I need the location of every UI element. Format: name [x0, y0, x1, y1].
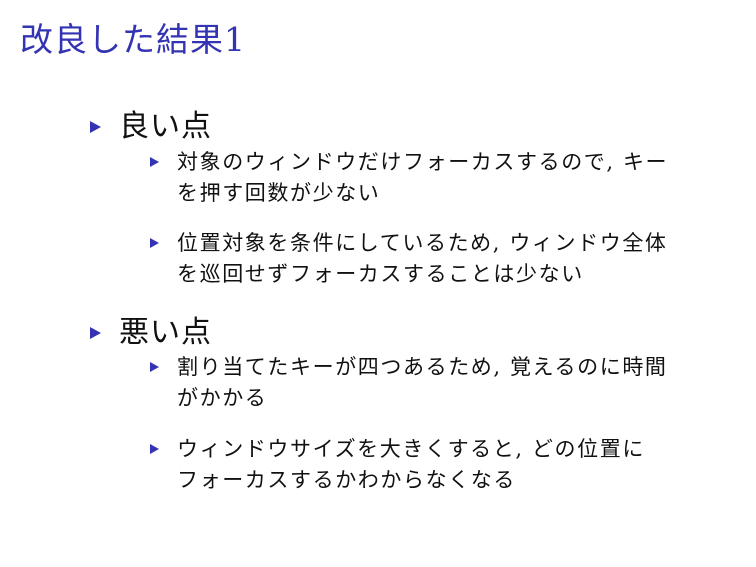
list-item-text-line: フォーカスするかわからなくなる	[177, 468, 516, 492]
list-item: 割り当てたキーが四つあるため, 覚えるのに時間 がかかる	[150, 352, 710, 414]
triangle-bullet-icon	[150, 444, 159, 454]
list-item-text-line: 対象のウィンドウだけフォーカスするので, キー	[177, 150, 669, 174]
list-item-text-line: ウィンドウサイズを大きくすると, どの位置に	[177, 437, 645, 461]
triangle-bullet-icon	[150, 157, 159, 167]
section-heading-bad-points: 悪い点	[90, 314, 212, 352]
triangle-bullet-icon	[90, 121, 101, 133]
list-item: ウィンドウサイズを大きくすると, どの位置に フォーカスするかわからなくなる	[150, 434, 710, 496]
list-item-text-line: がかかる	[177, 386, 268, 410]
slide-title: 改良した結果1	[20, 20, 246, 59]
triangle-bullet-icon	[150, 238, 159, 248]
list-item-text-line: 位置対象を条件にしているため, ウィンドウ全体	[177, 231, 668, 255]
triangle-bullet-icon	[150, 362, 159, 372]
list-item: 位置対象を条件にしているため, ウィンドウ全体 を巡回せずフォーカスすることは少…	[150, 228, 710, 290]
list-item: 対象のウィンドウだけフォーカスするので, キー を押す回数が少ない	[150, 147, 710, 209]
triangle-bullet-icon	[90, 327, 101, 339]
list-item-text-line: を巡回せずフォーカスすることは少ない	[177, 262, 584, 286]
list-item-text-line: を押す回数が少ない	[177, 181, 381, 205]
section-heading-label: 悪い点	[119, 315, 212, 350]
section-heading-good-points: 良い点	[90, 108, 212, 146]
section-heading-label: 良い点	[119, 109, 212, 144]
list-item-text-line: 割り当てたキーが四つあるため, 覚えるのに時間	[177, 355, 668, 379]
